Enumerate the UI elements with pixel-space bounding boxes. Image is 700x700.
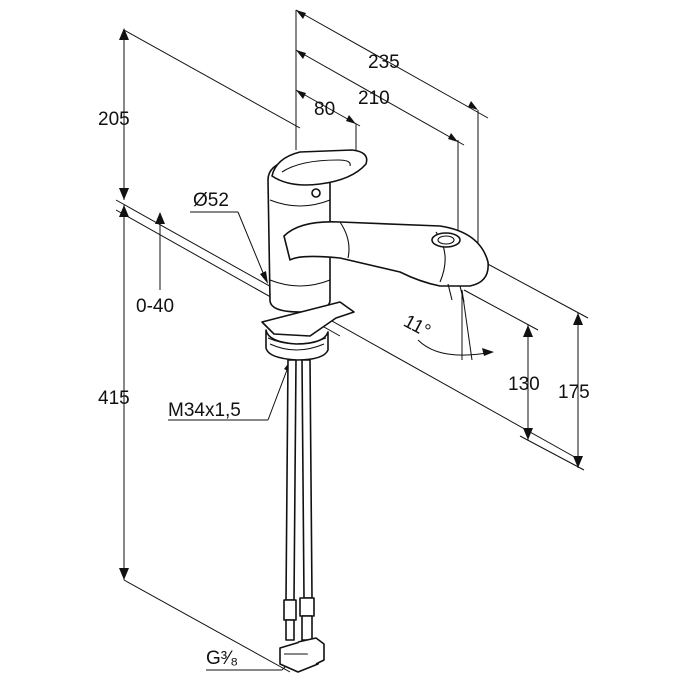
dim-body-diameter: Ø52	[193, 190, 229, 211]
dim-spout-angle: 11°	[400, 311, 434, 342]
dim-connection-thread: G³⁄₈	[206, 648, 238, 669]
dim-mount-thread: M34x1,5	[168, 400, 241, 421]
supply-hoses	[279, 359, 325, 673]
dimension-lines	[115, 9, 589, 673]
dim-lever-offset: 80	[314, 99, 335, 120]
dim-total-spout-height: 175	[558, 382, 590, 403]
dim-top-height: 205	[98, 109, 130, 130]
dim-spout-reach: 210	[358, 88, 390, 109]
lever-handle	[271, 149, 368, 186]
base-mount	[261, 301, 355, 361]
dim-overall-width: 235	[368, 52, 400, 73]
dim-outlet-height: 130	[508, 374, 540, 395]
dim-below-worktop: 415	[98, 388, 130, 409]
dimension-labels: 235 210 80 205 Ø52 0-40 415 M34x1,5 11° …	[98, 52, 590, 669]
dim-worktop-thickness: 0-40	[136, 296, 174, 317]
pullout-spout	[283, 220, 489, 303]
